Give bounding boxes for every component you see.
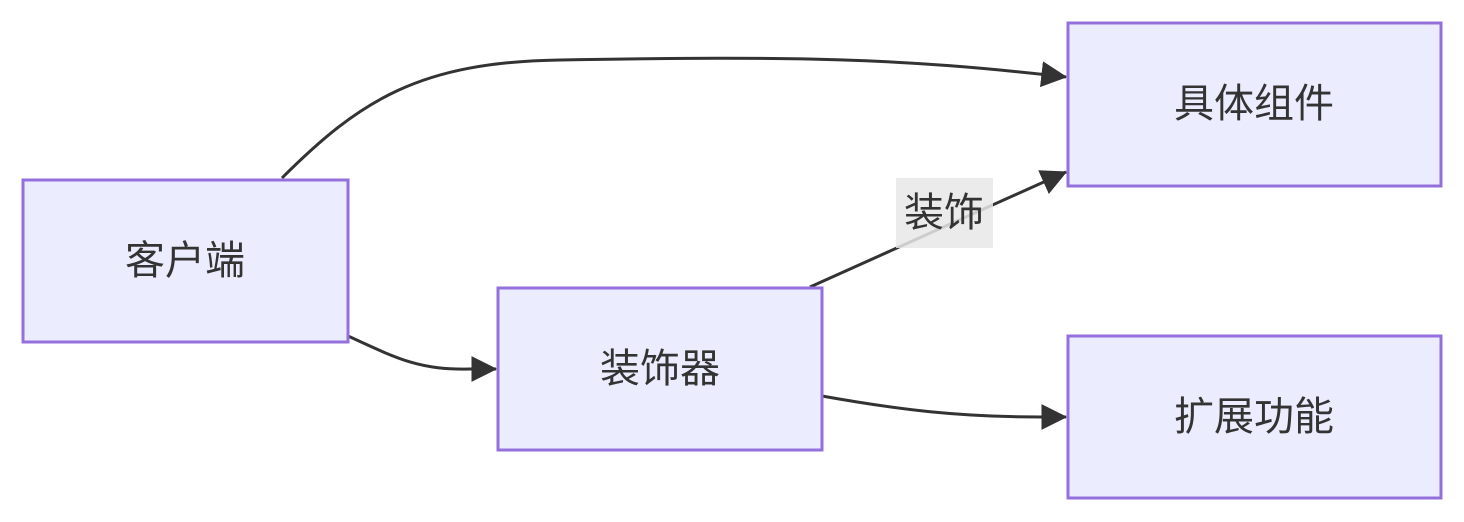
node-decorator-label: 装饰器 — [600, 346, 720, 392]
edge-client-to-decorator — [347, 334, 498, 382]
edge-client-to-concrete-component — [280, 56, 1068, 180]
node-concrete-component-label: 具体组件 — [1174, 81, 1334, 127]
node-concrete-component[interactable]: 具体组件 — [1066, 21, 1443, 188]
node-decorator[interactable]: 装饰器 — [496, 286, 824, 452]
node-extended-feature-label: 扩展功能 — [1174, 394, 1334, 440]
node-extended-feature[interactable]: 扩展功能 — [1066, 334, 1443, 500]
node-client-label: 客户端 — [125, 238, 245, 284]
edge-decorator-to-extended-feature — [821, 394, 1068, 430]
edge-label-decorate: 装饰 — [896, 178, 993, 248]
node-client[interactable]: 客户端 — [21, 178, 350, 344]
edge-label-decorate-text: 装饰 — [904, 190, 984, 236]
